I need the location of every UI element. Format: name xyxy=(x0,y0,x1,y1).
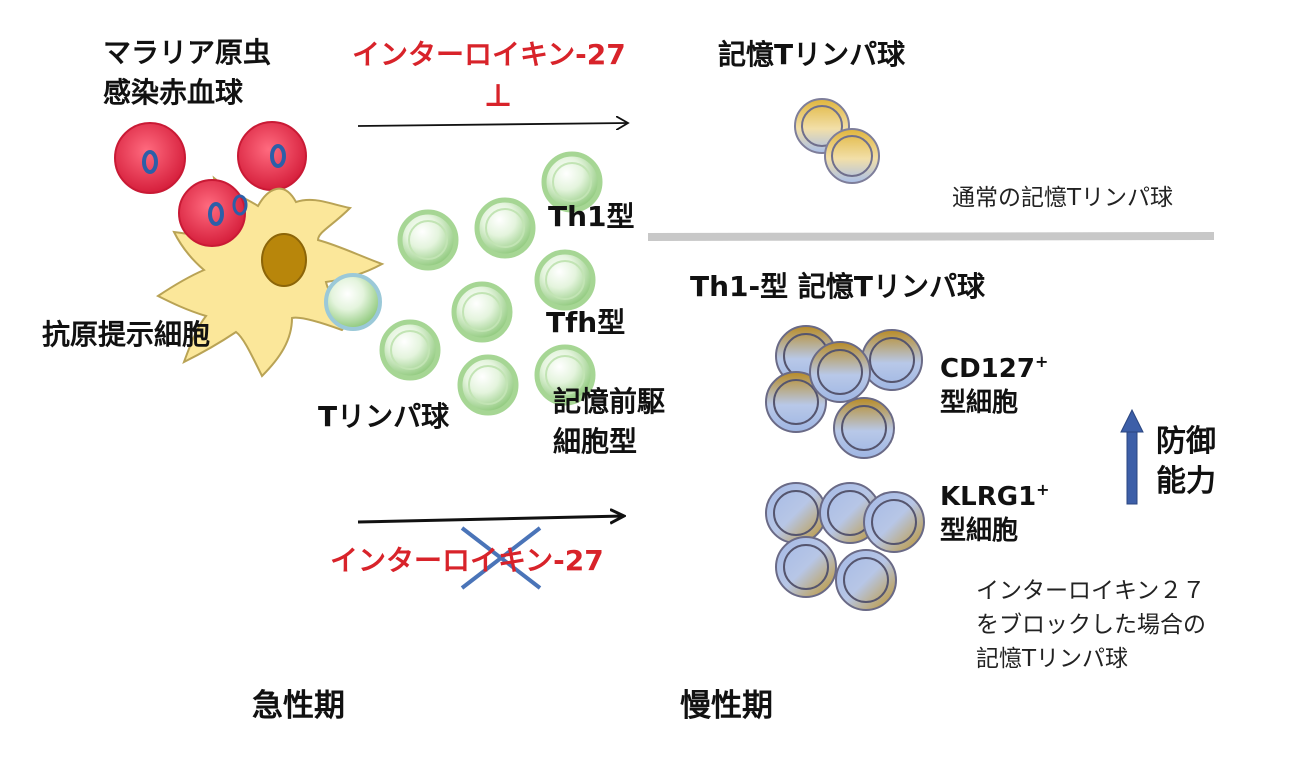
cd127-cell-cluster xyxy=(765,325,923,459)
parasite-icon xyxy=(232,194,248,216)
memory-t-cell xyxy=(775,536,837,598)
memory-t-top-label: 記憶Tリンパ球 xyxy=(718,38,906,71)
t-cell xyxy=(457,354,519,416)
il27-top-label: インターロイキン-27 xyxy=(352,38,626,71)
t-cell-cluster xyxy=(324,151,603,416)
memory-t-cell xyxy=(835,549,897,611)
infected-rbc-label-line1: マラリア原虫 xyxy=(103,36,272,69)
inhibit-symbol-icon: ⊥ xyxy=(484,78,513,114)
protective-label-line1: 防御 xyxy=(1156,424,1216,459)
memory-t-cell xyxy=(809,341,871,403)
antigen-presenting-cell-label: 抗原提示細胞 xyxy=(42,318,211,351)
memory-t-cell xyxy=(765,371,827,433)
t-cell xyxy=(474,197,536,259)
block-cross-icon xyxy=(460,526,542,590)
infected-red-blood-cells xyxy=(114,121,307,194)
th1-memory-t-label: Th1-型 記憶Tリンパ球 xyxy=(690,270,985,303)
blocked-memory-label-line1: インターロイキン２７ xyxy=(976,578,1206,604)
cd127-type-label: 型細胞 xyxy=(940,388,1019,418)
normal-memory-t-cells xyxy=(794,98,880,184)
red-blood-cell xyxy=(114,122,186,194)
th1-label: Th1型 xyxy=(548,200,635,233)
klrg1-cell-cluster xyxy=(765,482,925,611)
t-cell xyxy=(451,281,513,343)
parasite-icon xyxy=(270,144,286,168)
klrg1-label: KLRG1+ xyxy=(940,480,1050,512)
t-cell xyxy=(379,319,441,381)
tfh-label: Tfh型 xyxy=(546,306,626,339)
il27-bottom-label: インターロイキン-27 xyxy=(330,544,604,577)
acute-phase-label: 急性期 xyxy=(252,688,345,724)
t-cell xyxy=(541,151,603,213)
normal-memory-t-label: 通常の記憶Tリンパ球 xyxy=(952,185,1174,211)
blocked-memory-label-line3: 記憶Tリンパ球 xyxy=(976,646,1129,672)
memory-precursor-label-line1: 記憶前駆 xyxy=(553,385,666,418)
red-blood-cell xyxy=(178,179,246,247)
klrg1-type-label: 型細胞 xyxy=(940,516,1019,546)
parasite-icon xyxy=(142,150,158,174)
chronic-phase-label: 慢性期 xyxy=(680,688,773,724)
divider-line xyxy=(647,232,1215,241)
memory-t-cell xyxy=(824,128,880,184)
memory-precursor-label-line2: 細胞型 xyxy=(553,425,638,458)
t-cell xyxy=(534,249,596,311)
parasite-icon xyxy=(208,202,224,226)
memory-t-cell xyxy=(861,329,923,391)
t-cell xyxy=(324,273,382,331)
t-cell xyxy=(397,209,459,271)
apc-nucleus xyxy=(261,233,307,287)
cd127-label: CD127+ xyxy=(940,352,1049,384)
antigen-presenting-cell-shape xyxy=(156,175,385,378)
top-arrow xyxy=(357,123,628,126)
memory-t-cell xyxy=(833,397,895,459)
t-lymphocyte-label: Tリンパ球 xyxy=(318,400,450,433)
bottom-arrow xyxy=(357,516,624,522)
blocked-memory-label-line2: をブロックした場合の xyxy=(976,612,1206,638)
memory-t-cell xyxy=(863,491,925,553)
protective-label-line2: 能力 xyxy=(1156,464,1216,499)
t-cell xyxy=(534,344,596,406)
infected-rbc-label-line2: 感染赤血球 xyxy=(103,76,244,109)
memory-t-cell xyxy=(765,482,827,544)
red-blood-cell xyxy=(237,121,307,191)
up-arrow-icon xyxy=(1120,408,1144,505)
